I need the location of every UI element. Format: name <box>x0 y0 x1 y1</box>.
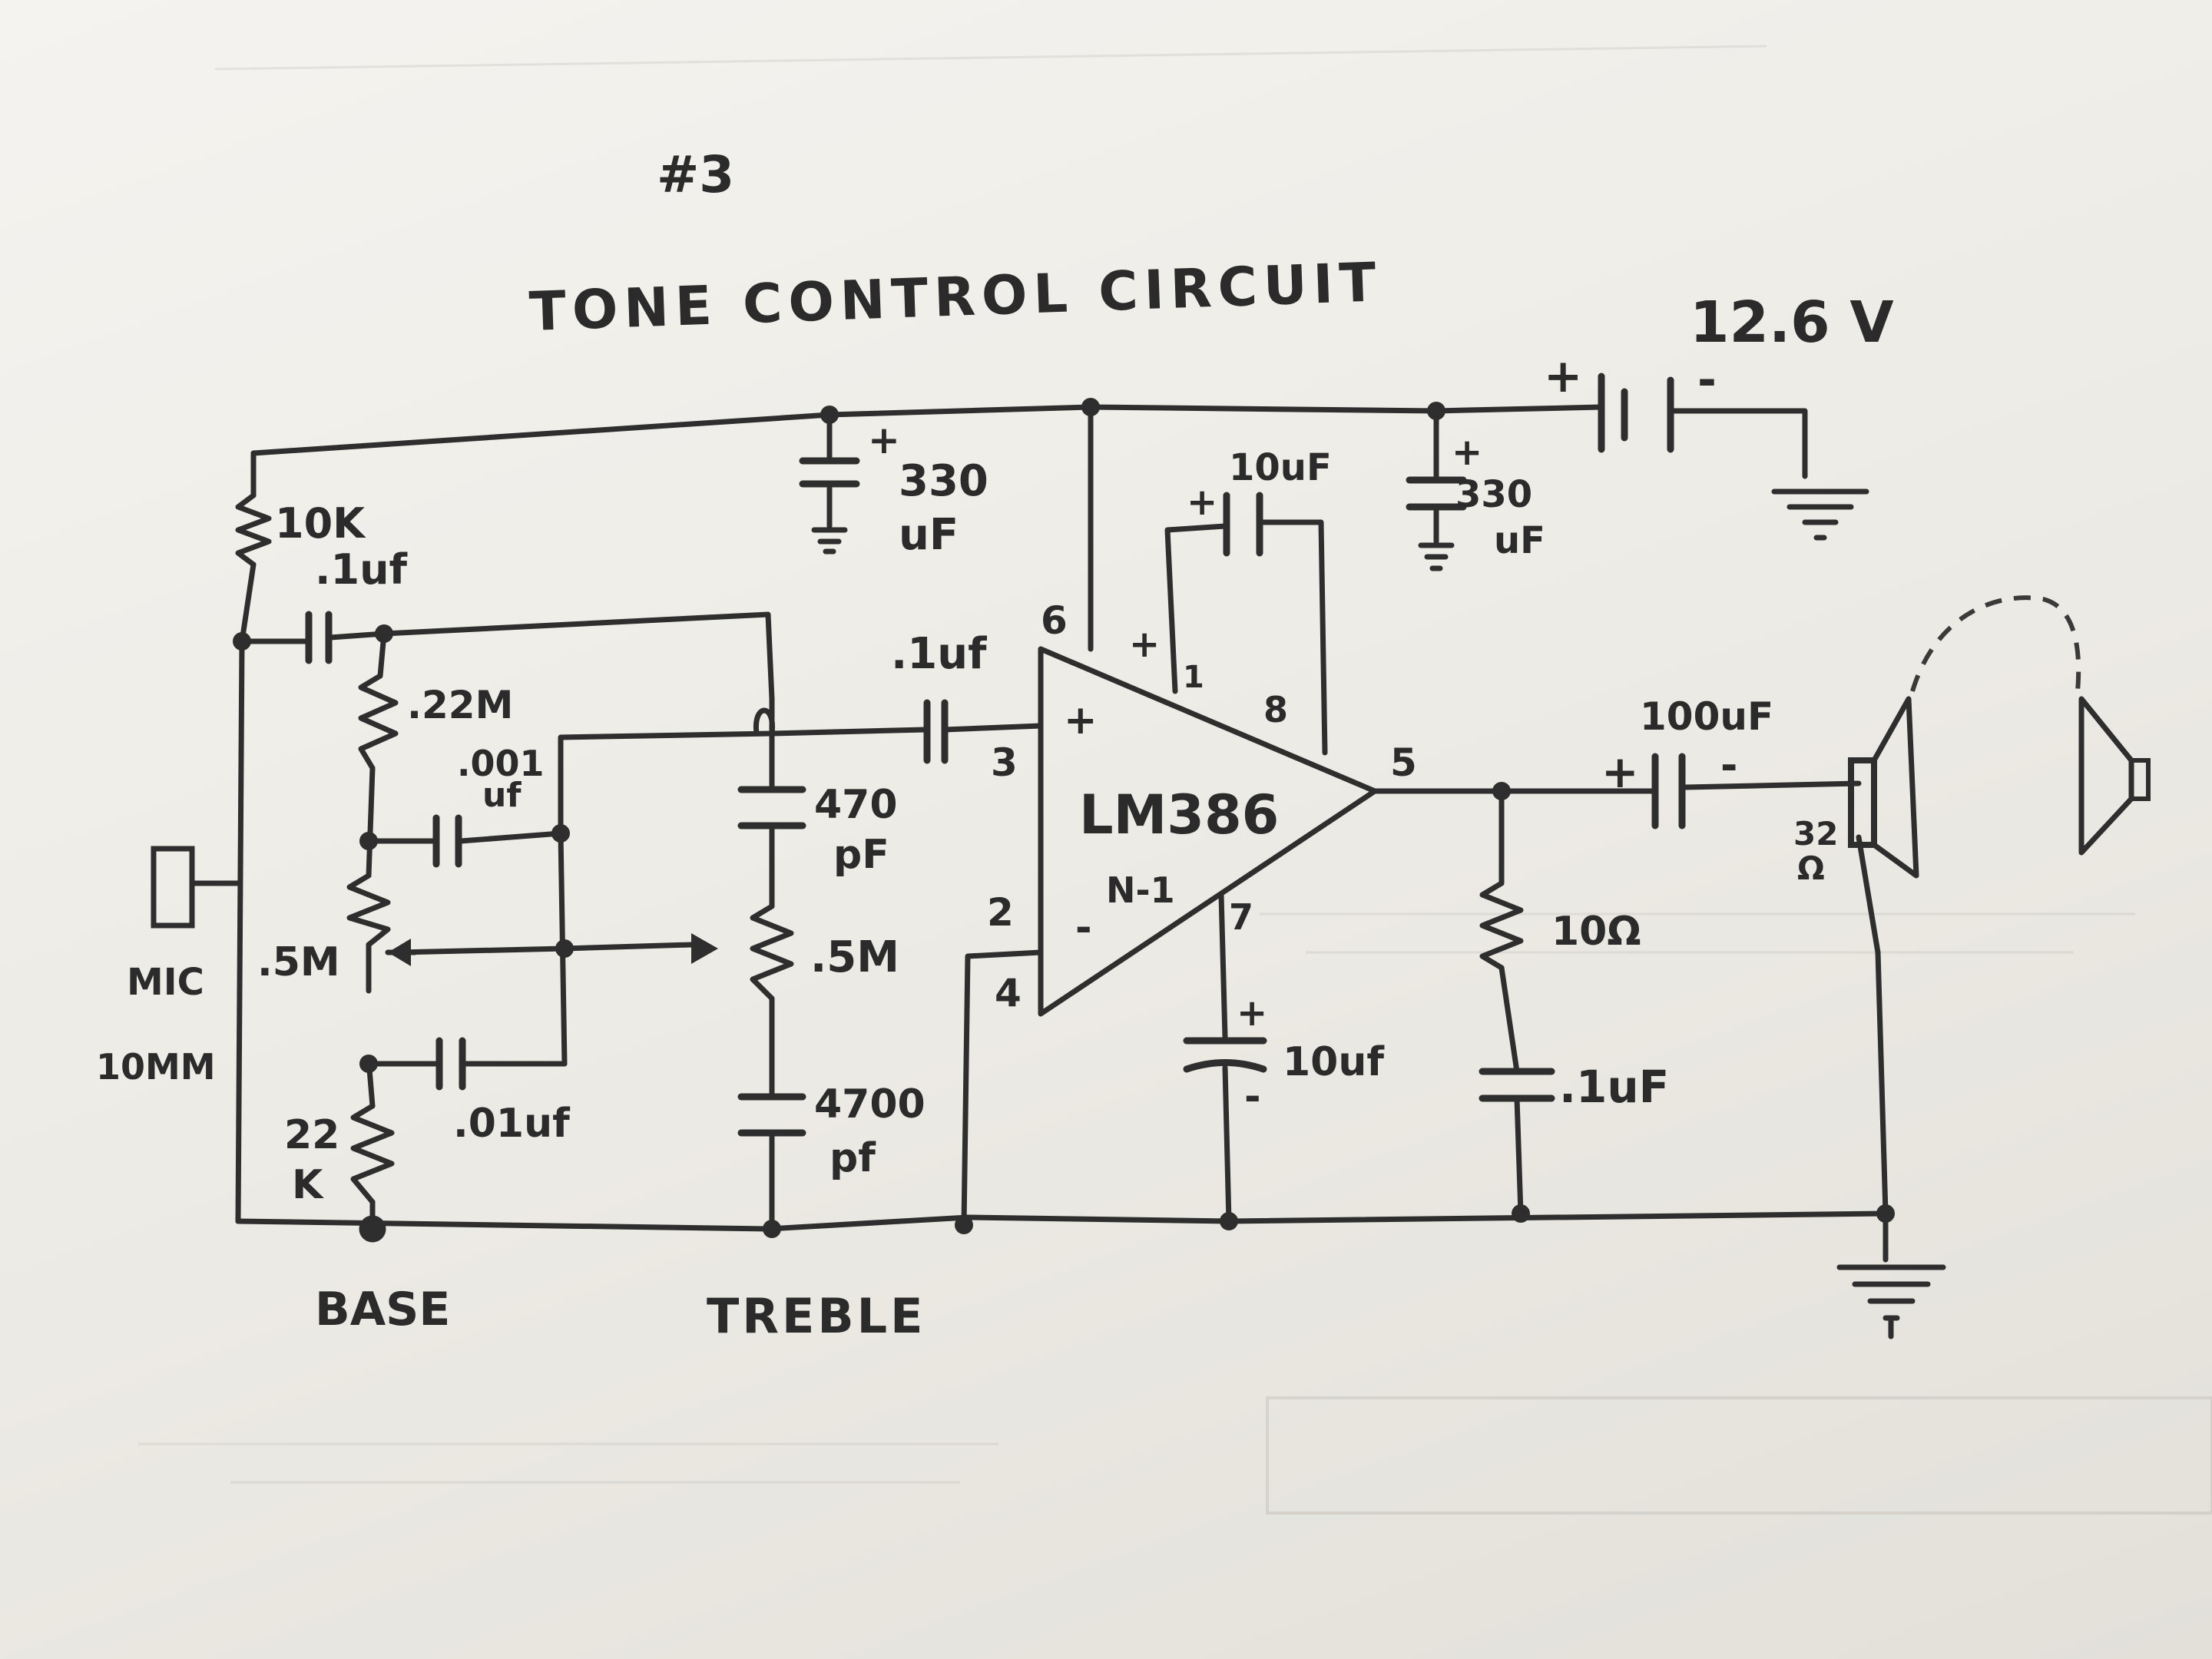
label-speaker: 32 <box>1793 815 1838 853</box>
label-bypass-minus: - <box>1244 1074 1261 1120</box>
pin-7: 7 <box>1229 896 1253 938</box>
label-bass-pot: .5M <box>257 939 340 985</box>
label-output-plus: + <box>1601 746 1639 798</box>
label-001-unit: uf <box>482 776 522 815</box>
ic-minus-input: - <box>1075 905 1092 951</box>
label-4700-unit: pf <box>830 1135 876 1181</box>
label-22k-a: 22 <box>284 1112 339 1158</box>
potentiometer-treble <box>691 903 794 1002</box>
microphone <box>151 846 241 929</box>
label-bypass-cap: 10uf <box>1283 1039 1385 1085</box>
pin-3: 3 <box>991 740 1018 785</box>
supply-voltage: 12.6 V <box>1690 290 1894 356</box>
resistor-10k <box>235 492 272 568</box>
capacitor-330-right <box>1406 476 1467 571</box>
label-gain-cap: 10uF <box>1229 446 1332 489</box>
capacitor-001 <box>432 814 462 868</box>
label-bypass-plus: + <box>1237 992 1267 1035</box>
label-10k: 10K <box>275 499 366 548</box>
ground-battery <box>1771 488 1869 541</box>
speaker-outline-icon <box>1910 595 2151 856</box>
ic-plus-input: + <box>1064 697 1098 743</box>
label-01: .01uf <box>453 1101 571 1147</box>
label-22k-b: K <box>292 1162 324 1208</box>
pin-4: 4 <box>995 971 1022 1015</box>
label-input-cap: .1uf <box>315 545 408 594</box>
battery-plus: + <box>1544 349 1582 403</box>
label-treble: TREBLE <box>707 1288 926 1344</box>
label-coupling-cap: .1uf <box>891 629 987 679</box>
pin-8: 8 <box>1263 689 1288 730</box>
label-output-minus: - <box>1720 741 1737 790</box>
capacitor-01 <box>435 1037 466 1091</box>
pin-1-plus: + <box>1129 623 1160 666</box>
label-330-right-plus: + <box>1452 431 1482 474</box>
capacitor-zobel <box>1479 1068 1555 1102</box>
ic-name: LM386 <box>1079 783 1279 846</box>
label-022m: .22M <box>407 683 513 727</box>
bleed-through <box>138 45 2212 1515</box>
ground-output <box>1836 1264 1946 1339</box>
pin-6: 6 <box>1041 598 1068 643</box>
resistor-22k <box>350 1103 395 1205</box>
speaker-icon <box>1848 696 1919 879</box>
label-10ohm: 10Ω <box>1551 909 1641 955</box>
potentiometer-bass <box>346 873 418 966</box>
ic-variant: N-1 <box>1106 869 1175 911</box>
capacitor-bypass <box>1183 1037 1267 1073</box>
label-mic: MIC <box>127 961 204 1004</box>
label-330-left-b: uF <box>899 510 959 560</box>
battery <box>1598 373 1674 453</box>
capacitor-gain <box>1223 492 1263 557</box>
capacitor-coupling <box>923 699 949 764</box>
lm386-amplifier <box>1038 646 1378 1017</box>
label-gain-cap-plus: + <box>1187 481 1217 524</box>
wires <box>235 404 1889 1263</box>
label-330-right-a: 330 <box>1455 473 1532 516</box>
label-4700: 4700 <box>814 1081 926 1128</box>
capacitor-470pf <box>737 786 806 830</box>
label-330-left-a: 330 <box>899 456 988 506</box>
label-001: .001 <box>457 743 545 784</box>
battery-minus: - <box>1697 353 1717 407</box>
pin-2: 2 <box>987 890 1014 935</box>
label-output-cap: 100uF <box>1640 694 1773 739</box>
label-speaker-unit: Ω <box>1797 849 1825 887</box>
capacitor-output <box>1651 753 1686 830</box>
pin-1: 1 <box>1183 660 1204 695</box>
capacitor-4700pf <box>737 1093 806 1137</box>
label-zobel-cap: .1uF <box>1559 1061 1669 1113</box>
capacitor-330-left <box>799 457 860 555</box>
label-330-right-b: uF <box>1494 519 1545 562</box>
label-470-unit: pF <box>833 832 889 878</box>
resistor-10ohm <box>1479 880 1524 971</box>
circuit-title: TONE CONTROL CIRCUIT <box>528 250 1383 343</box>
junction-dots <box>233 398 1895 1243</box>
resistor-022m <box>358 673 399 771</box>
label-bass: BASE <box>315 1283 450 1336</box>
label-mic-size: 10MM <box>96 1046 216 1088</box>
label-330-left-plus: + <box>868 418 900 462</box>
capacitor-input <box>305 611 333 664</box>
label-470: 470 <box>814 782 898 828</box>
label-treble-pot: .5M <box>810 932 899 982</box>
pin-5: 5 <box>1390 740 1417 785</box>
sheet-number: #3 <box>657 145 734 204</box>
